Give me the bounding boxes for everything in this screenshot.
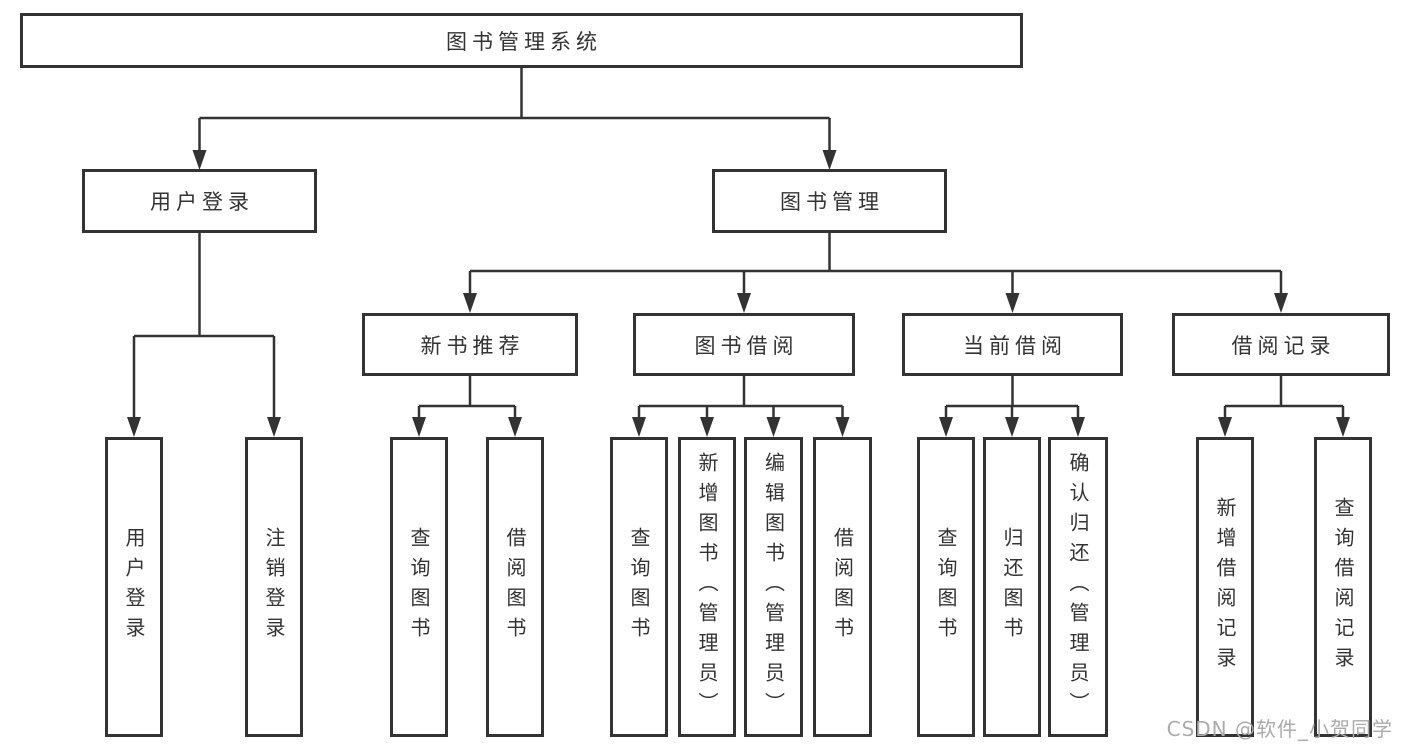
node-label: 新增借阅记录 bbox=[1213, 497, 1237, 677]
node-user-login: 用户登录 bbox=[82, 169, 317, 233]
leaf-query-books-current: 查询图书 bbox=[917, 437, 975, 737]
leaf-user-login: 用户登录 bbox=[105, 437, 163, 737]
node-label: 注销登录 bbox=[262, 527, 286, 647]
node-label: 新书推荐 bbox=[420, 333, 525, 358]
node-label: 查询借阅记录 bbox=[1331, 497, 1355, 677]
node-label: 用户登录 bbox=[150, 190, 254, 214]
leaf-edit-book-admin: 编辑图书（管理员） bbox=[744, 437, 803, 737]
leaf-return-book: 归还图书 bbox=[983, 437, 1041, 737]
node-new-book-recommendation: 新书推荐 bbox=[362, 313, 578, 376]
leaf-borrow-books-recommend: 借阅图书 bbox=[486, 437, 544, 737]
node-label: 查询图书 bbox=[627, 527, 651, 647]
node-label: 查询图书 bbox=[934, 527, 958, 647]
node-label: 图书管理系统 bbox=[446, 29, 602, 54]
node-label: 借阅记录 bbox=[1231, 333, 1336, 358]
node-label: 图书管理 bbox=[780, 190, 884, 214]
node-borrowing-records: 借阅记录 bbox=[1172, 313, 1390, 376]
leaf-add-book-admin: 新增图书（管理员） bbox=[678, 437, 736, 737]
node-book-borrowing: 图书借阅 bbox=[633, 313, 855, 376]
node-library-management-system: 图书管理系统 bbox=[20, 13, 1023, 68]
leaf-query-books-recommend: 查询图书 bbox=[390, 437, 448, 737]
leaf-borrow-books-2: 借阅图书 bbox=[813, 437, 872, 737]
node-label: 用户登录 bbox=[122, 527, 146, 647]
node-label: 确认归还（管理员） bbox=[1066, 452, 1090, 722]
watermark: CSDN @软件_小贺同学 bbox=[1166, 717, 1393, 741]
node-label: 新增图书（管理员） bbox=[695, 452, 719, 722]
node-label: 借阅图书 bbox=[830, 527, 855, 647]
leaf-query-borrow-record: 查询借阅记录 bbox=[1314, 437, 1372, 737]
leaf-confirm-return-admin: 确认归还（管理员） bbox=[1048, 437, 1108, 737]
leaf-logout: 注销登录 bbox=[245, 437, 303, 737]
node-label: 当前借阅 bbox=[963, 333, 1067, 358]
node-label: 归还图书 bbox=[1000, 527, 1024, 647]
node-current-borrowing: 当前借阅 bbox=[902, 313, 1123, 376]
leaf-query-books-borrowing: 查询图书 bbox=[610, 437, 668, 737]
node-label: 编辑图书（管理员） bbox=[761, 452, 786, 722]
node-label: 借阅图书 bbox=[503, 527, 527, 647]
node-label: 图书借阅 bbox=[694, 333, 799, 358]
node-label: 查询图书 bbox=[407, 527, 431, 647]
node-book-management: 图书管理 bbox=[712, 169, 947, 233]
leaf-add-borrow-record: 新增借阅记录 bbox=[1196, 437, 1254, 737]
